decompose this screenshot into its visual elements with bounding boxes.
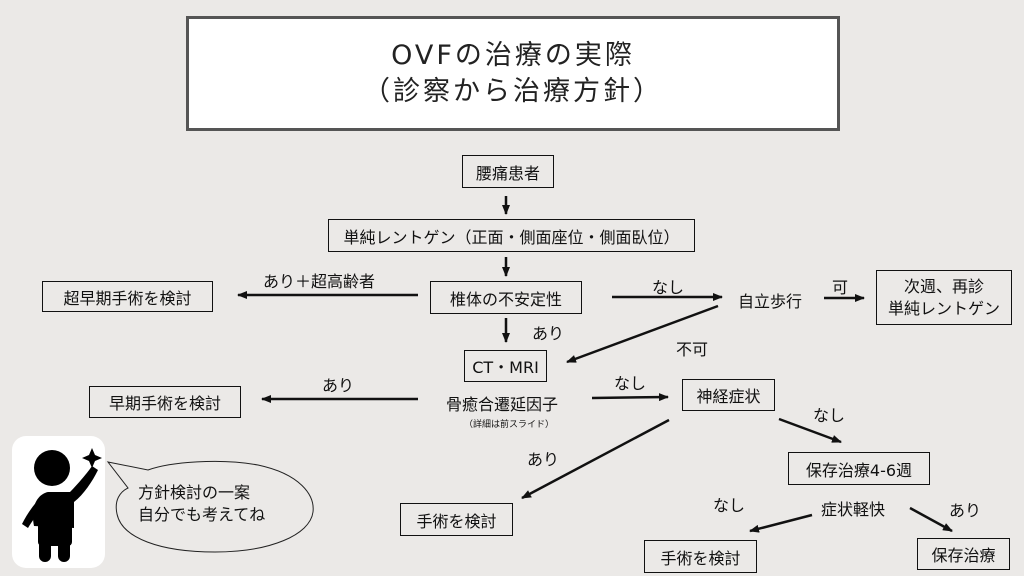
- speech-line-1: 方針検討の一案: [138, 483, 251, 502]
- node-conservative: 保存治療: [917, 538, 1010, 570]
- next-week-line-2: 単純レントゲン: [887, 298, 1000, 318]
- node-surgery-1: 手術を検討: [400, 503, 513, 536]
- node-next-week: 次週、再診 単純レントゲン: [876, 270, 1012, 325]
- node-xray: 単純レントゲン（正面・側面座位・側面臥位）: [328, 219, 695, 252]
- title-line-2: （診察から治療方針）: [363, 75, 663, 107]
- node-very-early-surgery: 超早期手術を検討: [42, 281, 213, 312]
- title-box: OVFの治療の実際 （診察から治療方針）: [186, 16, 840, 131]
- person-raising-hand-icon: [22, 448, 102, 562]
- node-instability: 椎体の不安定性: [430, 281, 582, 314]
- arrow-neuro-to-conservative: [778, 417, 842, 444]
- node-neuro: 神経症状: [682, 379, 775, 411]
- node-patient: 腰痛患者: [462, 155, 554, 188]
- delay-factors-note: （詳細は前スライド）: [464, 420, 555, 430]
- speech-line-2: 自分でも考えてね: [138, 505, 266, 524]
- label-yes-elderly: あり＋超高齢者: [263, 272, 376, 291]
- label-no-conservative: なし: [813, 406, 846, 425]
- label-yes-surgery: あり: [527, 450, 560, 469]
- label-can: 可: [832, 278, 849, 297]
- arrow-relief-to-conservative: [909, 506, 953, 533]
- label-no-walk: なし: [652, 278, 685, 297]
- title-line-1: OVFの治療の実際: [391, 39, 635, 71]
- arrow-relief-to-surgery: [749, 513, 813, 533]
- arrow-walking-to-ct: [566, 304, 719, 364]
- node-conservative-4-6: 保存治療4-6週: [788, 452, 930, 485]
- label-cannot: 不可: [676, 340, 709, 359]
- arrow-delay-to-neuro: [591, 393, 669, 402]
- next-week-line-1: 次週、再診: [903, 276, 984, 296]
- node-symptom-relief: 症状軽快: [821, 500, 886, 519]
- node-ct-mri: CT・MRI: [464, 350, 547, 382]
- label-no-neuro: なし: [614, 374, 647, 393]
- node-walking: 自立歩行: [738, 292, 803, 311]
- arrow-neuro-to-surgery: [521, 418, 670, 500]
- sparkle-icon: [82, 448, 102, 468]
- label-no-relief: なし: [713, 496, 746, 515]
- label-yes-relief: あり: [949, 501, 982, 520]
- label-yes-early: あり: [322, 376, 355, 395]
- node-surgery-2: 手術を検討: [644, 540, 757, 573]
- node-delay-factors: 骨癒合遷延因子: [446, 395, 559, 414]
- character-card: [12, 436, 105, 568]
- label-yes-ct: あり: [532, 324, 565, 343]
- speech-bubble-text: 方針検討の一案 自分でも考えてね: [138, 482, 265, 526]
- node-early-surgery: 早期手術を検討: [89, 386, 241, 418]
